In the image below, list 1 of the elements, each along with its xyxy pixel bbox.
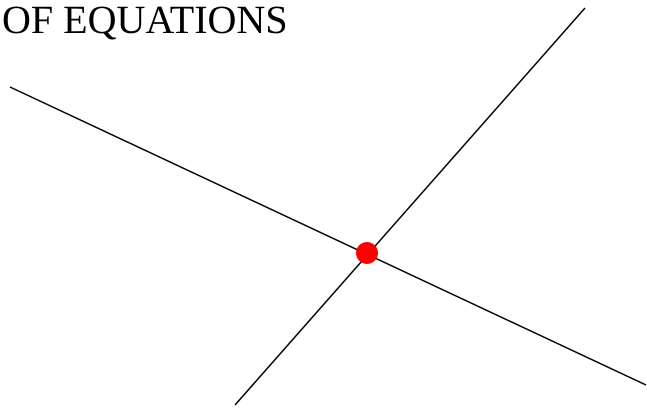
title: OF EQUATIONS: [2, 0, 288, 40]
